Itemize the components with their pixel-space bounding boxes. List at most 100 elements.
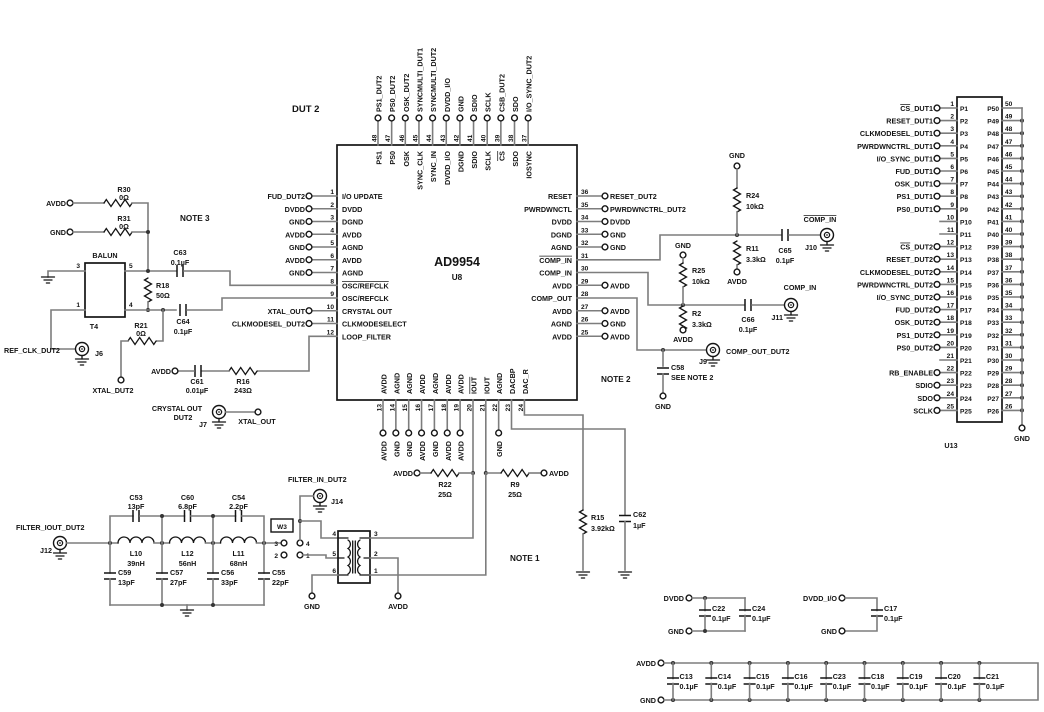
wire <box>257 335 338 372</box>
coax-port-icon <box>790 304 792 306</box>
label: C64 <box>176 317 189 326</box>
pin-name: P9 <box>960 207 968 214</box>
pin-number: 16 <box>947 290 955 297</box>
pin-number: 1 <box>330 189 334 196</box>
pin-name: P49 <box>987 119 999 126</box>
pin-number: 32 <box>581 240 589 247</box>
terminal-circle <box>733 268 741 276</box>
label: DVDD_I/O <box>803 594 837 603</box>
label: 0.1µF <box>174 327 193 336</box>
pin-number: 19 <box>454 404 461 412</box>
label: 56nH <box>179 559 197 568</box>
label: C17 <box>884 604 897 613</box>
wire <box>183 270 338 287</box>
label: 13pF <box>118 578 135 587</box>
coax-port-icon <box>787 301 795 309</box>
terminal-circle <box>933 142 941 150</box>
label: CS <box>900 104 910 113</box>
terminal-circle <box>117 376 125 384</box>
terminal-circle <box>657 659 665 667</box>
pin-number: 50 <box>1005 101 1013 108</box>
pin-name: P18 <box>960 320 972 327</box>
label: C63 <box>173 248 186 257</box>
terminal-circle <box>933 343 941 352</box>
pin-name: P2 <box>960 119 968 126</box>
capacitor-icon <box>781 229 789 241</box>
drawing-shape <box>337 537 371 576</box>
pin-name: P47 <box>987 144 999 151</box>
pin-net-label: OSK_DUT2 <box>895 318 933 327</box>
label: 13pF <box>128 502 145 511</box>
label: 0.1µF <box>794 682 813 691</box>
capacitor-icon <box>258 572 270 580</box>
wire <box>299 520 339 539</box>
pin-inner-label: PS0 <box>388 151 397 165</box>
wire <box>311 574 339 594</box>
pin-number: 40 <box>481 134 488 142</box>
pin-number: 16 <box>415 404 422 412</box>
pin-net-label: SYNCMULTI_DUT1 <box>415 48 424 112</box>
label: 0.1µF <box>680 682 699 691</box>
junction-dot <box>146 230 150 234</box>
terminal-circle <box>388 114 396 122</box>
label: CS <box>900 243 910 252</box>
label: 2.2pF <box>229 502 248 511</box>
label: R25 <box>692 266 705 275</box>
port-ref: J10 <box>805 243 817 252</box>
terminal-circle <box>305 268 313 277</box>
label: 10kΩ <box>692 277 710 286</box>
pin-number: 4 <box>330 227 334 234</box>
label: C22 <box>712 604 725 613</box>
pin-name: P44 <box>987 182 999 189</box>
ground-icon <box>40 276 56 284</box>
pin-number: 45 <box>412 134 419 142</box>
pin-number: 34 <box>581 215 589 222</box>
pin-inner-label: CS <box>497 151 506 161</box>
terminal-circle <box>838 627 846 635</box>
coax-port-icon <box>218 411 220 413</box>
terminal-circle <box>601 217 609 226</box>
terminal-circle <box>685 627 693 635</box>
pin-number: 36 <box>581 189 589 196</box>
junction-dot <box>703 629 707 633</box>
label: GND <box>668 627 684 636</box>
pin-name: P6 <box>960 169 968 176</box>
inductor-icon <box>117 536 155 544</box>
pin-inner-label: DVDD <box>552 218 572 227</box>
junction-dot <box>160 514 164 518</box>
terminal-circle <box>280 539 288 547</box>
pin-name: P39 <box>987 245 999 252</box>
pin-inner-label: DVDD <box>342 205 362 214</box>
wire <box>301 554 339 559</box>
label: AVDD <box>151 367 171 376</box>
pin-number: 30 <box>1005 353 1013 360</box>
pin-net-label: SDO <box>917 394 933 403</box>
pin-net-label: GND <box>495 441 504 457</box>
terminal-circle <box>392 429 400 437</box>
resistor-icon <box>103 227 133 237</box>
label: 1 <box>374 568 378 575</box>
pin-net-label: AVDD <box>285 256 305 265</box>
label: 3.3kΩ <box>746 255 766 264</box>
pin-net-label: CS_DUT2 <box>900 243 933 252</box>
pin-number: 4 <box>950 139 954 146</box>
label: DVDD <box>664 594 684 603</box>
wire <box>844 597 878 612</box>
pin-number: 35 <box>1005 290 1013 297</box>
pin-number: 28 <box>581 291 589 298</box>
pin-inner-label: SDIO <box>470 151 479 169</box>
pin-number: 24 <box>518 404 525 412</box>
pin-number: 7 <box>950 177 954 184</box>
pin-net-label: CSB_DUT2 <box>497 74 506 112</box>
pin-net-label: RESET_DUT1 <box>886 117 933 126</box>
label: 0.1µF <box>776 256 795 265</box>
pin-inner-label: COMP_IN <box>539 256 572 265</box>
coax-port-icon <box>78 345 86 353</box>
pin-net-label: GND <box>289 243 305 252</box>
terminal-circle <box>405 429 413 437</box>
resistor-icon <box>732 187 742 213</box>
terminal-circle <box>659 392 667 400</box>
pin-number: 9 <box>330 291 334 298</box>
label: 0.1µF <box>171 258 190 267</box>
